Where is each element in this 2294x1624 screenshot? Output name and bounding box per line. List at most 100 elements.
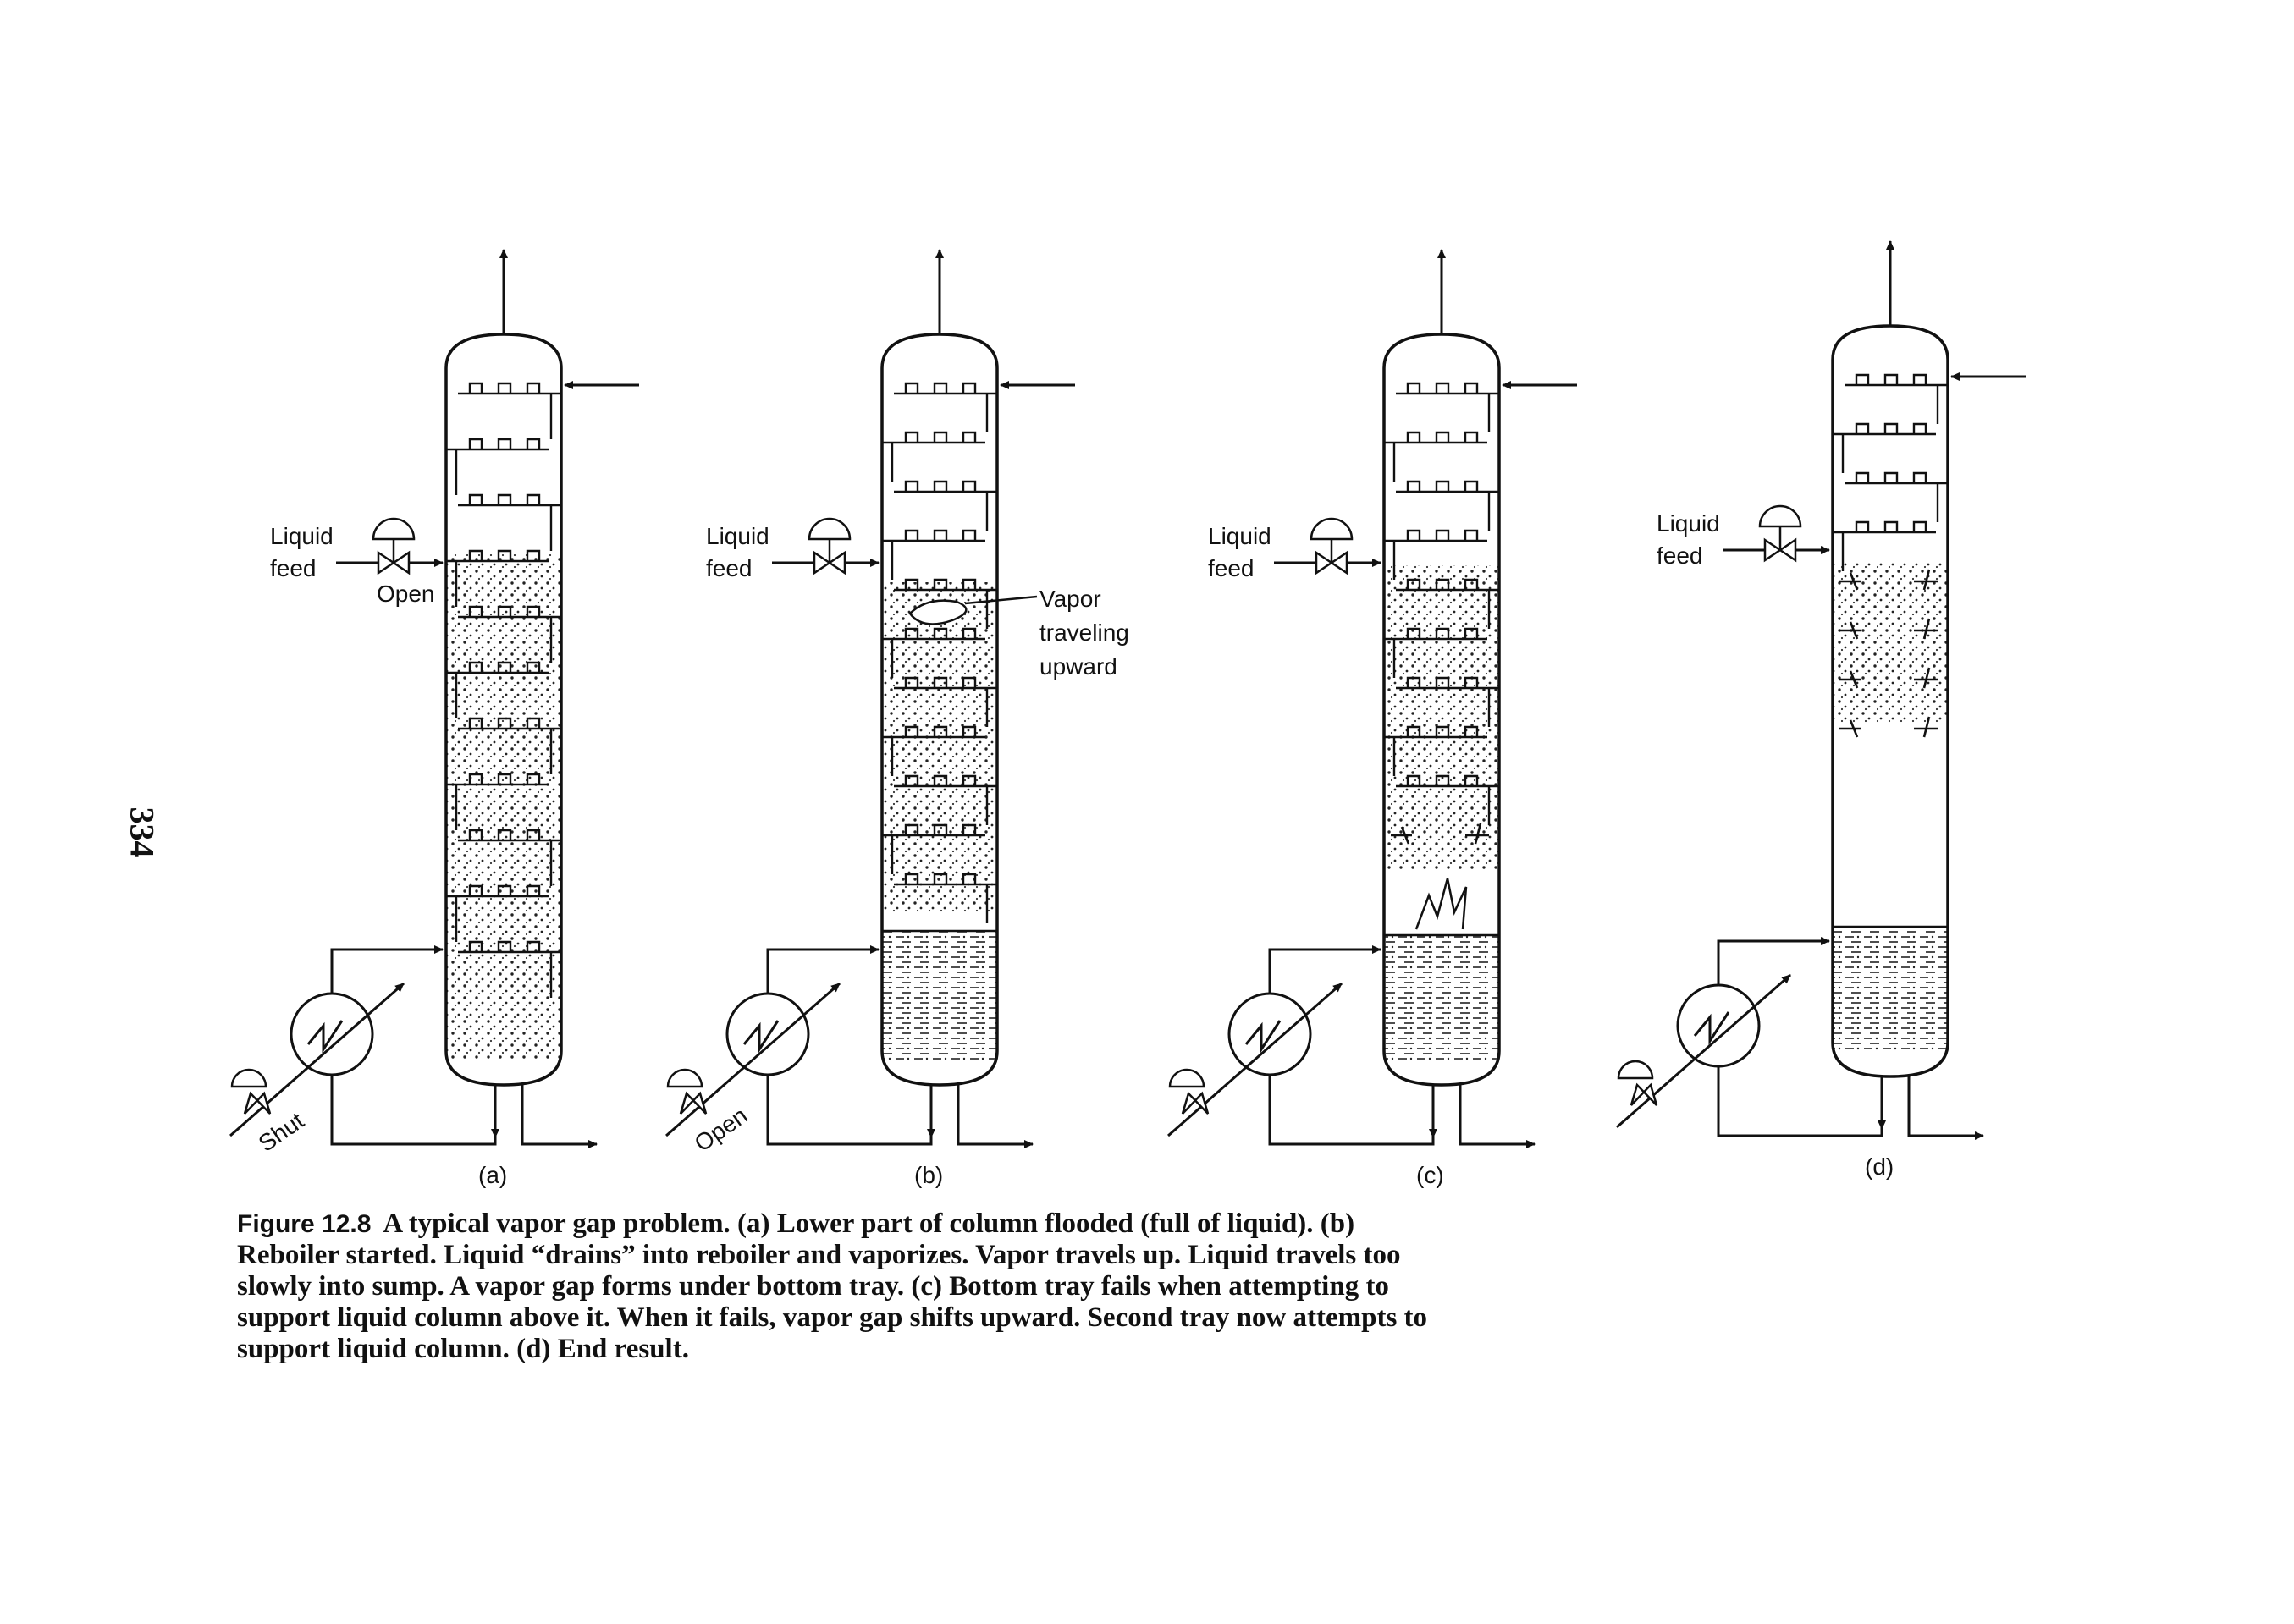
bubble-cap: [1435, 480, 1450, 492]
bubble-cap: [1855, 520, 1870, 532]
sump-liquid: [882, 931, 997, 1060]
bubble-cap: [468, 493, 483, 505]
liquid-region: [1833, 563, 1948, 724]
bubble-cap: [1883, 471, 1899, 483]
bubble-cap: [904, 873, 919, 884]
broken-tray: [1839, 716, 1938, 738]
reboiler-feed-line: [1268, 1075, 1435, 1146]
bubble-cap: [933, 774, 948, 786]
bubble-cap: [468, 829, 483, 840]
valve-actuator-icon: [1310, 517, 1354, 541]
bubble-cap: [497, 940, 512, 952]
bubble-cap: [497, 605, 512, 617]
steam-valve-icon: [243, 1091, 272, 1115]
feed-valve-state: Open: [377, 581, 435, 607]
bubble-cap: [904, 823, 919, 835]
reboiler-coil: [1244, 1020, 1282, 1054]
bubble-cap: [1855, 422, 1870, 434]
bubble-cap: [1435, 431, 1450, 443]
bubble-cap: [468, 438, 483, 449]
bubble-cap: [904, 431, 919, 443]
bubble-cap: [933, 823, 948, 835]
bubble-cap: [526, 773, 541, 784]
bubble-cap: [1406, 725, 1421, 737]
bubble-cap: [497, 382, 512, 394]
bubble-cap: [526, 382, 541, 394]
column-shell: [1382, 333, 1501, 1087]
steam-actuator-icon: [666, 1068, 703, 1088]
valve-actuator-icon: [808, 517, 852, 541]
bubble-cap: [933, 725, 948, 737]
bubble-cap: [962, 578, 977, 590]
steam-line: [229, 982, 405, 1137]
bubble-cap: [497, 829, 512, 840]
bubble-cap: [1435, 578, 1450, 590]
bubble-cap: [468, 549, 483, 561]
bubble-cap: [904, 529, 919, 541]
bubble-cap: [468, 661, 483, 673]
bubble-cap: [497, 661, 512, 673]
bubble-cap: [904, 627, 919, 639]
feed-label: feed: [706, 555, 753, 581]
bubble-cap: [468, 773, 483, 784]
bubble-cap: [526, 884, 541, 896]
bubble-cap: [904, 725, 919, 737]
bubble-cap: [962, 382, 977, 394]
reboiler-coil: [306, 1020, 344, 1054]
bubble-cap: [1912, 471, 1927, 483]
bubble-cap: [526, 549, 541, 561]
bubble-cap: [904, 480, 919, 492]
bubble-cap: [1406, 480, 1421, 492]
bubble-cap: [1883, 373, 1899, 385]
bubble-cap: [468, 884, 483, 896]
bubble-cap: [962, 676, 977, 688]
bubble-cap: [1912, 422, 1927, 434]
steam-line: [665, 982, 841, 1137]
bubble-cap: [526, 605, 541, 617]
page-number: 334: [123, 806, 162, 858]
bottoms-product-arrow: [1459, 1085, 1536, 1148]
feed-label: Liquid: [1657, 510, 1720, 537]
bubble-cap: [497, 717, 512, 729]
bubble-cap: [962, 480, 977, 492]
feed-label: feed: [1657, 542, 1703, 569]
panel-label: (b): [914, 1162, 943, 1188]
bubble-cap: [1855, 471, 1870, 483]
column-shell: [880, 333, 999, 1087]
valve-actuator-icon: [372, 517, 416, 541]
steam-valve-icon: [1181, 1091, 1210, 1115]
bubble-cap: [962, 823, 977, 835]
bubble-cap: [1464, 431, 1479, 443]
liquid-region: [446, 554, 561, 1060]
bubble-cap: [1464, 676, 1479, 688]
feed-label: Liquid: [706, 523, 769, 549]
bubble-cap: [526, 940, 541, 952]
annotation-leader: [964, 595, 1038, 605]
bubble-cap: [468, 382, 483, 394]
bubble-cap: [962, 873, 977, 884]
bubble-cap: [1406, 578, 1421, 590]
steam-actuator-icon: [1617, 1060, 1654, 1080]
bubble-cap: [1435, 774, 1450, 786]
reboiler-feed-line: [1717, 1066, 1883, 1137]
bubble-cap: [1912, 373, 1927, 385]
annotation-text: Vapor: [1039, 586, 1101, 612]
bubble-cap: [1435, 725, 1450, 737]
column-panels: LiquidfeedOpenShut(a)Vaportravelingupwar…: [229, 240, 2026, 1188]
bubble-cap: [526, 829, 541, 840]
steam-valve-state: Shut: [254, 1107, 309, 1157]
steam-valve-icon: [1630, 1082, 1658, 1106]
bubble-cap: [1406, 431, 1421, 443]
bubble-cap: [904, 676, 919, 688]
broken-tray: [1839, 569, 1938, 591]
sump-liquid: [1833, 927, 1948, 1051]
steam-actuator-icon: [1168, 1068, 1205, 1088]
vapor-bubble: [908, 599, 968, 625]
bubble-cap: [1406, 529, 1421, 541]
bubble-cap: [1406, 627, 1421, 639]
bubble-cap: [497, 773, 512, 784]
